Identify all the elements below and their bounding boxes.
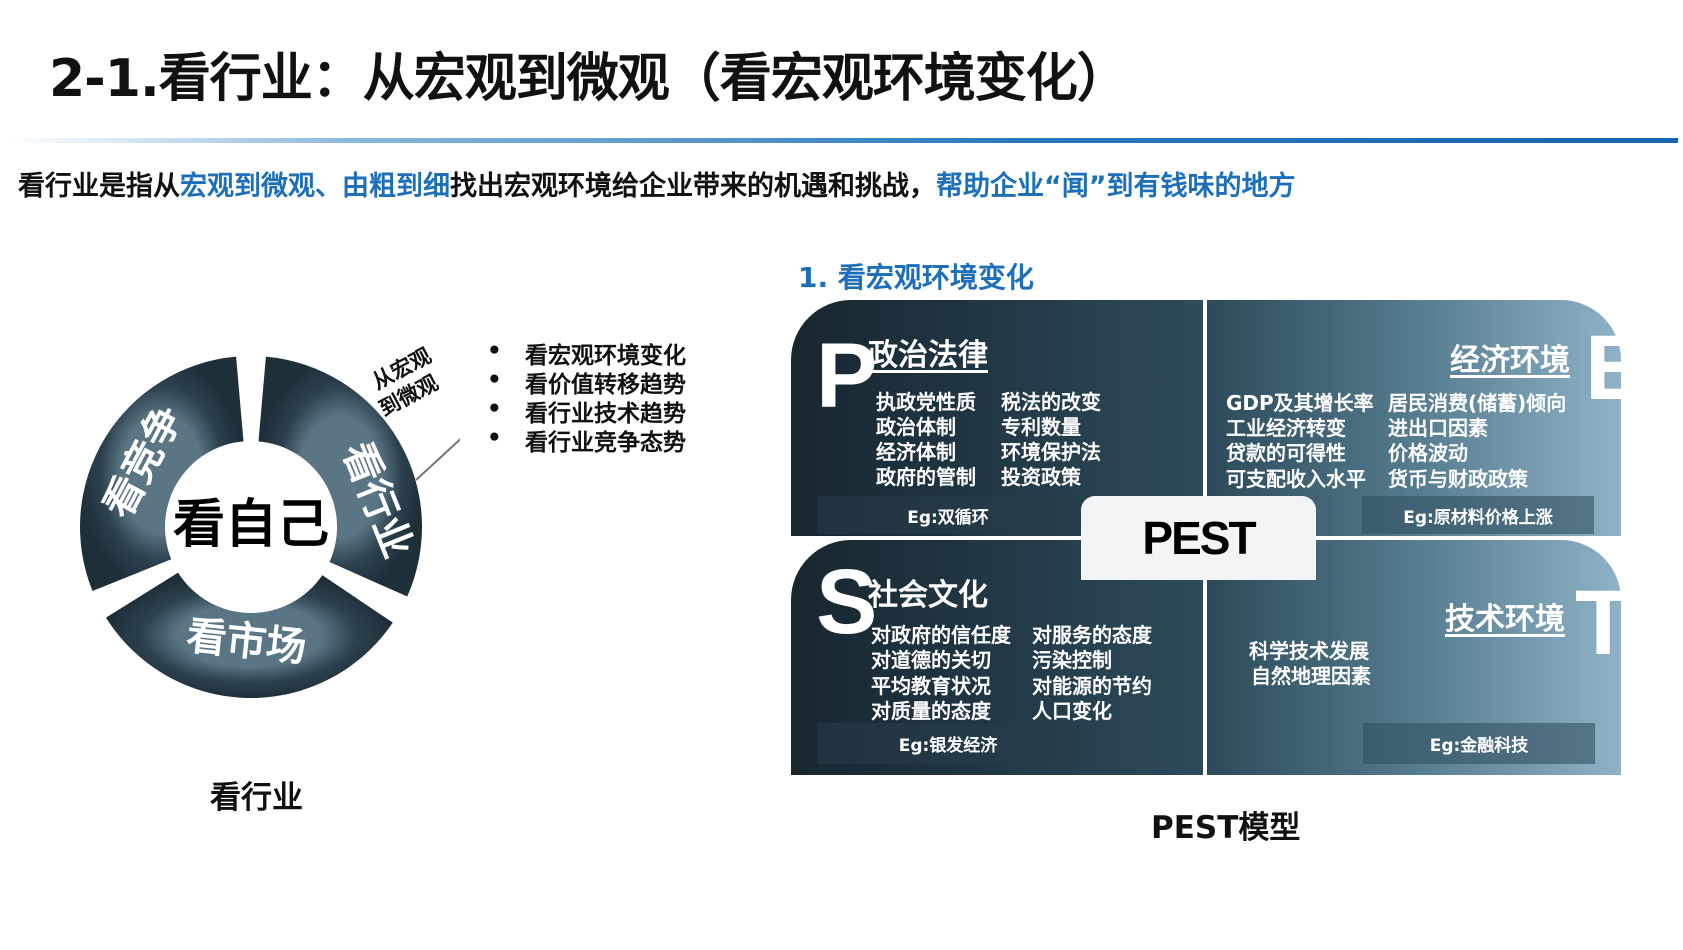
factor-item: GDP及其增长率	[1226, 391, 1374, 415]
letter-t: T	[1575, 585, 1621, 665]
factor-item: 对质量的态度	[871, 699, 991, 723]
factor-item: 贷款的可得性	[1226, 441, 1346, 465]
example-bar: Eg:原材料价格上涨	[1362, 496, 1594, 534]
factor-item: 税法的改变	[1001, 390, 1101, 414]
title-divider	[11, 138, 1678, 143]
subtitle-highlight: 帮助企业“闻”到有钱味的地方	[936, 171, 1296, 202]
bullet-item: 看行业竞争态势	[525, 430, 686, 456]
factor-item: 平均教育状况	[871, 674, 991, 698]
tech-heading: 技术环境	[1445, 602, 1565, 637]
donut-diagram: 看自己 看行业 看市场 看竞争 从宏观 到微观	[80, 343, 460, 698]
factor-item: 对能源的节约	[1032, 674, 1152, 698]
subtitle-text: 看行业是指从	[18, 171, 180, 202]
page-title: 2-1.看行业：从宏观到微观（看宏观环境变化）	[49, 49, 1129, 109]
bullet-item: 看价值转移趋势	[525, 372, 686, 398]
donut-segment-market	[105, 572, 393, 698]
donut-segment-industry	[258, 356, 423, 597]
political-heading: 政治法律	[868, 338, 988, 373]
factor-item: 价格波动	[1388, 441, 1468, 465]
factor-item: 居民消费(储蓄)倾向	[1388, 391, 1567, 415]
factor-item: 自然地理因素	[1251, 664, 1371, 688]
factor-item: 对道德的关切	[871, 648, 991, 672]
factor-item: 可支配收入水平	[1226, 467, 1366, 491]
bullet-dot: •	[487, 367, 502, 393]
letter-s: S	[816, 551, 878, 653]
social-heading: 社会文化	[868, 578, 988, 613]
factor-item: 货币与财政政策	[1388, 467, 1528, 491]
letter-p: P	[816, 325, 878, 427]
example-bar: Eg:银发经济	[817, 723, 1079, 764]
subtitle-highlight: 宏观到微观、由粗到细	[180, 171, 450, 202]
factor-item: 执政党性质	[876, 390, 976, 414]
letter-e-clip: E	[1585, 330, 1621, 410]
pest-center-label: PEST	[1081, 496, 1316, 580]
bullet-item: 看宏观环境变化	[525, 343, 686, 369]
example-bar: Eg:双循环	[817, 496, 1079, 534]
subtitle: 看行业是指从宏观到微观、由粗到细找出宏观环境给企业带来的机遇和挑战，帮助企业“闻…	[18, 164, 1296, 203]
bullet-item: 看行业技术趋势	[525, 401, 686, 427]
factor-item: 对服务的态度	[1032, 623, 1152, 647]
diagram-caption: 看行业	[210, 780, 303, 816]
factor-item: 投资政策	[1001, 465, 1081, 489]
bullet-dot: •	[487, 338, 502, 364]
factor-item: 经济体制	[876, 440, 956, 464]
factor-item: 人口变化	[1032, 699, 1112, 723]
factor-item: 环境保护法	[1001, 440, 1101, 464]
factor-item: 工业经济转变	[1226, 416, 1346, 440]
donut-segment-competition	[80, 356, 244, 592]
donut-center-label: 看自己	[173, 495, 329, 555]
factor-item: 政府的管制	[876, 465, 976, 489]
letter-t-clip: T	[1575, 585, 1621, 665]
economic-heading: 经济环境	[1450, 343, 1570, 378]
factor-item: 对政府的信任度	[871, 623, 1011, 647]
factor-item: 科学技术发展	[1249, 639, 1369, 663]
example-bar: Eg:金融科技	[1363, 723, 1595, 764]
factor-item: 专利数量	[1001, 415, 1081, 439]
subtitle-text: 找出宏观环境给企业带来的机遇和挑战，	[450, 171, 936, 202]
factor-item: 进出口因素	[1388, 416, 1488, 440]
callout-leader	[415, 438, 460, 481]
letter-e: E	[1585, 330, 1621, 410]
bullet-dot: •	[487, 396, 502, 422]
section-heading: 1. 看宏观环境变化	[798, 261, 1034, 294]
pest-caption: PEST模型	[1151, 810, 1301, 846]
factor-item: 污染控制	[1032, 648, 1112, 672]
bullet-dot: •	[487, 425, 502, 451]
factor-item: 政治体制	[876, 415, 956, 439]
